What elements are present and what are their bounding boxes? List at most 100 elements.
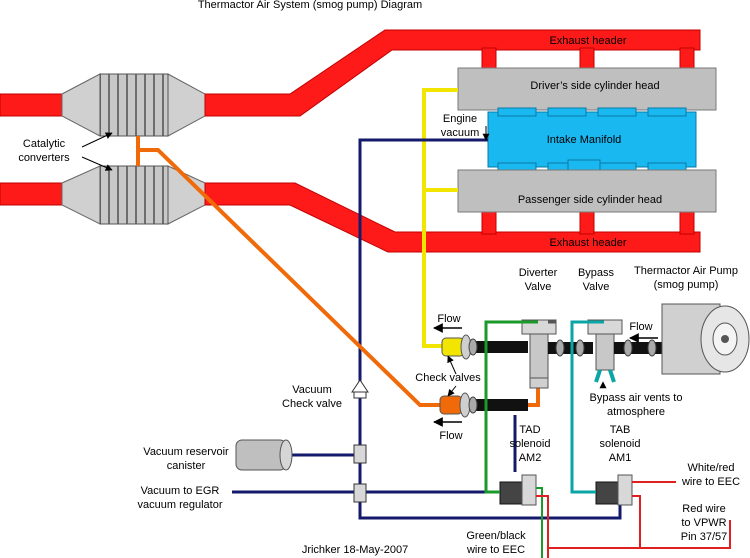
red-wire-label-3: Pin 37/57 xyxy=(681,531,727,543)
vacuum-tee-upper xyxy=(353,444,367,464)
intake-manifold-label: Intake Manifold xyxy=(547,134,622,146)
driver-cylinder-head xyxy=(457,67,717,111)
tad-solenoid-body xyxy=(499,481,523,505)
engine: Driver’s side cylinder head Intake Manif… xyxy=(457,67,717,213)
tab-solenoid-body xyxy=(595,481,619,505)
green-black-label-2: wire to EEC xyxy=(466,544,525,556)
flow-label-left: Flow xyxy=(437,313,460,325)
green-black-wire xyxy=(536,487,543,558)
passenger-head-label: Passenger side cylinder head xyxy=(518,194,662,206)
air-pump-label-1: Thermactor Air Pump xyxy=(634,265,738,277)
check-valve-lower xyxy=(439,395,463,415)
diverter-valve-body xyxy=(529,333,549,379)
tab-label-3: AM1 xyxy=(609,452,632,464)
pipe-pump-joint xyxy=(623,339,633,357)
exhaust-pipe-top xyxy=(204,29,701,117)
annotation-lines xyxy=(81,126,607,397)
vacuum-check-valve-body xyxy=(351,379,369,393)
catalytic-converter-bottom xyxy=(99,165,169,225)
cat-cone-bottom-right xyxy=(167,165,206,225)
vacuum-check-label-1: Vacuum xyxy=(292,384,332,396)
tad-solenoid-connector xyxy=(521,474,537,506)
white-red-label-2: wire to EEC xyxy=(681,476,740,488)
credit-label: Jrichker 18-May-2007 xyxy=(302,544,408,556)
intake-port-4 xyxy=(647,107,687,117)
tad-solenoid xyxy=(499,474,537,506)
cat-cone-top-left xyxy=(61,73,101,137)
air-pump-label-2: (smog pump) xyxy=(654,279,719,291)
passenger-cylinder-head xyxy=(457,169,717,213)
check-valves-label: Check valves xyxy=(415,372,481,384)
vacuum-check-valve-stem xyxy=(353,391,367,399)
pointer-cat-bottom xyxy=(81,156,113,171)
bypass-label-1: Bypass xyxy=(578,267,615,279)
tab-solenoid xyxy=(595,474,633,506)
tad-red-wire xyxy=(536,495,549,558)
exhaust-system: Exhaust header Exhaust header xyxy=(0,29,701,253)
header-tube-top-1 xyxy=(481,47,497,71)
vacuum-egr-label-2: vacuum regulator xyxy=(138,499,223,511)
header-tube-bottom-1 xyxy=(481,209,497,235)
tad-vacuum-line xyxy=(484,320,538,494)
white-red-label-1: White/red xyxy=(687,462,734,474)
vacuum-egr-label-1: Vacuum to EGR xyxy=(141,485,220,497)
pointer-cat-top xyxy=(81,132,113,148)
header-tube-bottom-2 xyxy=(579,209,595,235)
exhaust-pipe-left-top xyxy=(0,93,63,117)
header-tube-bottom-3 xyxy=(679,209,695,235)
tab-vacuum-line xyxy=(570,320,604,494)
exhaust-pipe-left-bottom xyxy=(0,182,63,206)
header-tube-top-2 xyxy=(579,47,595,71)
engine-vacuum-label-1: Engine xyxy=(443,113,477,125)
diverter-valve-nipple xyxy=(529,377,549,389)
flow-arrows xyxy=(433,323,658,427)
exhaust-header-top-label: Exhaust header xyxy=(549,35,626,47)
diverter-label-1: Diverter xyxy=(519,267,558,279)
cat-cone-bottom-left xyxy=(61,165,101,225)
catalytic-converter-top xyxy=(99,73,169,137)
vacuum-tee-lower xyxy=(353,483,367,503)
labels: Engine vacuum Catalytic converters Diver… xyxy=(18,113,740,556)
green-black-label-1: Green/black xyxy=(466,530,526,542)
pointer-check-valves-upper xyxy=(447,355,457,375)
catalytic-label-2: converters xyxy=(18,152,70,164)
intake-port-1 xyxy=(497,107,537,117)
flow-label-right: Flow xyxy=(629,321,652,333)
header-tube-top-3 xyxy=(679,47,695,71)
pipe-mid-joint xyxy=(555,339,565,357)
pipe-pump-joint-2 xyxy=(647,339,657,357)
vacuum-reservoir-canister xyxy=(235,439,287,471)
tab-red-wire xyxy=(548,495,641,549)
pipe-upper-joint xyxy=(468,338,478,356)
intake-port-2 xyxy=(547,107,587,117)
air-pump-shaft xyxy=(721,335,729,343)
bypass-vent-right xyxy=(608,369,616,383)
bypass-valve-body xyxy=(595,333,615,371)
bypass-label-2: Valve xyxy=(583,281,610,293)
vacuum-reservoir-label-2: canister xyxy=(167,460,206,472)
catalytic-label-1: Catalytic xyxy=(23,138,66,150)
bypass-valve xyxy=(587,319,623,383)
diverter-label-2: Valve xyxy=(525,281,552,293)
bypass-vent-left xyxy=(594,369,602,383)
pipe-lower-to-diverter xyxy=(470,399,528,411)
exhaust-pipe-bottom xyxy=(204,182,701,253)
tab-solenoid-connector xyxy=(617,474,633,506)
vacuum-check-valve xyxy=(351,379,369,399)
pipe-lower-joint xyxy=(468,396,478,414)
vacuum-reservoir-label-1: Vacuum reservoir xyxy=(143,446,229,458)
flow-label-bottom: Flow xyxy=(439,430,462,442)
tab-label-2: solenoid xyxy=(600,438,641,450)
vacuum-check-label-2: Check valve xyxy=(282,398,342,410)
bypass-vents-label-1: Bypass air vents to xyxy=(590,392,683,404)
exhaust-header-bottom-label: Exhaust header xyxy=(549,237,626,249)
driver-head-label: Driver’s side cylinder head xyxy=(530,80,659,92)
diagram-title: Thermactor Air System (smog pump) Diagra… xyxy=(198,0,422,11)
tad-label-3: AM2 xyxy=(519,452,542,464)
red-wire-to-vpwr xyxy=(640,520,731,549)
tab-label-1: TAB xyxy=(610,424,631,436)
pipe-upper-to-diverter xyxy=(470,341,528,353)
bypass-vents-label-2: atmosphere xyxy=(607,406,665,418)
pointer-check-valves-lower xyxy=(447,385,457,397)
